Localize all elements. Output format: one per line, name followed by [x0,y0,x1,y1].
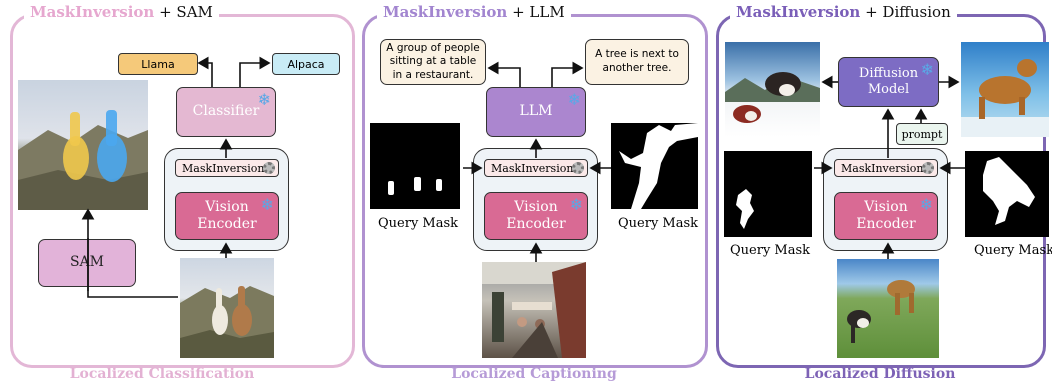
llm-box: LLM ❄ [486,87,586,137]
vision-encoder-box: Vision Encoder ❄ [484,192,588,240]
maskinversion-box: MaskInversion [834,159,938,177]
query-mask-left-art [388,177,442,195]
caption-right-bubble: A tree is next to another tree. [585,39,689,85]
panel-sam-title: MaskInversion + SAM [24,3,219,21]
caption-left-bubble: A group of people sitting at a table in … [380,39,486,85]
query-mask-right-caption: Query Mask [618,216,699,231]
query-mask-left-caption: Query Mask [378,216,459,231]
snowflake-icon: ❄ [257,90,271,109]
query-mask-right-image [965,151,1049,237]
gear-icon [263,162,275,174]
maskinversion-box: MaskInversion [484,159,588,177]
query-mask-left-image [724,151,812,237]
alpaca-input-image [180,258,274,358]
snowflake-icon: ❄ [260,195,274,214]
diffusion-output-left-image [725,42,820,137]
query-mask-right-image [611,123,698,209]
diffusion-output-left-art [725,72,820,123]
panel-sam-footer: Localized Classification [69,366,255,382]
snowflake-icon: ❄ [919,195,933,214]
panel-diffusion-footer: Localized Diffusion [804,366,956,382]
prompt-label: prompt [896,123,948,145]
query-mask-left-image [370,123,460,209]
alpaca-masked-image-art [18,110,148,210]
query-mask-right-art [983,157,1035,225]
maskinversion-box: MaskInversion [175,159,279,177]
gear-icon [572,162,584,174]
restaurant-image-art [482,262,586,358]
vision-encoder-box: Vision Encoder ❄ [834,192,938,240]
restaurant-image [482,262,586,358]
gear-icon [922,162,934,174]
diffusion-model-box: Diffusion Model ❄ [838,57,939,107]
snowflake-icon: ❄ [569,195,583,214]
classifier-box: Classifier ❄ [176,87,276,137]
snowflake-icon: ❄ [920,60,934,79]
alpaca-label: Alpaca [272,53,340,75]
diffusion-output-right-image [961,42,1049,137]
snowflake-icon: ❄ [567,90,581,109]
query-mask-right-art [619,123,698,209]
alpaca-masked-image [18,80,148,210]
panel-diffusion-title: MaskInversion + Diffusion [730,3,957,21]
diffusion-output-right-art [961,59,1049,137]
query-mask-right-caption: Query Mask [974,243,1052,258]
dogs-input-image [837,259,939,358]
panel-llm-title: MaskInversion + LLM [377,3,571,21]
query-mask-left-art [736,189,754,229]
query-mask-left-caption: Query Mask [730,243,811,258]
vision-encoder-box: Vision Encoder ❄ [175,192,279,240]
alpaca-input-image-art [180,286,274,358]
sam-box: SAM [38,239,136,287]
llama-label: Llama [118,53,198,75]
panel-llm-footer: Localized Captioning [451,366,617,382]
dogs-input-image-art [847,280,915,343]
